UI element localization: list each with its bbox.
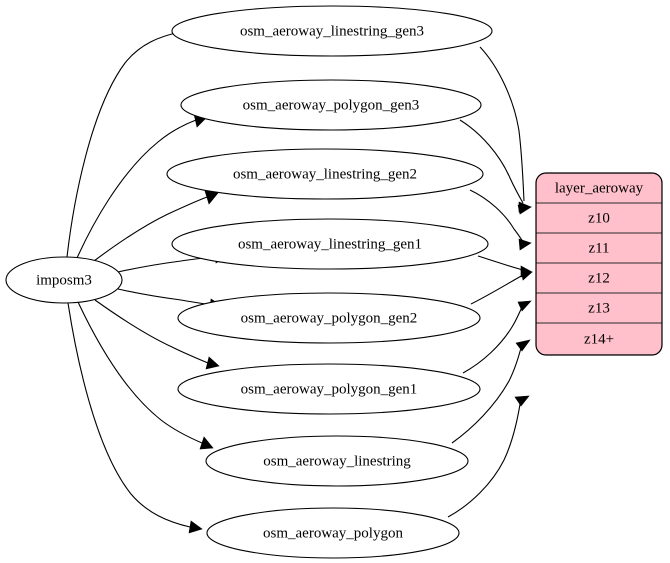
osm_aeroway_polygon_gen1-label: osm_aeroway_polygon_gen1 <box>241 381 418 397</box>
node-osm_aeroway_polygon_gen1[interactable]: osm_aeroway_polygon_gen1 <box>177 363 481 415</box>
node-osm_aeroway_linestring_gen2[interactable]: osm_aeroway_linestring_gen2 <box>166 148 484 200</box>
layer_aeroway-outline <box>535 172 663 356</box>
osm_aeroway_linestring-ellipse[interactable] <box>205 435 469 487</box>
node-osm_aeroway_linestring[interactable]: osm_aeroway_linestring <box>205 435 469 487</box>
imposm3-label: imposm3 <box>36 272 92 288</box>
osm_aeroway_polygon_gen2-label: osm_aeroway_polygon_gen2 <box>241 310 418 326</box>
edge-imposm3-to-osm_aeroway_linestring <box>77 301 214 450</box>
osm_aeroway_polygon_gen3-ellipse[interactable] <box>180 79 482 131</box>
osm_aeroway_linestring_gen2-label: osm_aeroway_linestring_gen2 <box>233 166 417 182</box>
layer_aeroway-row-z12-label: z12 <box>588 270 610 286</box>
osm_aeroway_linestring_gen1-ellipse[interactable] <box>171 218 489 270</box>
osm_aeroway_linestring_gen2-ellipse[interactable] <box>166 148 484 200</box>
osm_aeroway_polygon_gen1-ellipse[interactable] <box>177 363 481 415</box>
node-osm_aeroway_polygon[interactable]: osm_aeroway_polygon <box>206 507 460 559</box>
layer_aeroway-header-label: layer_aeroway <box>555 180 644 196</box>
edge-imposm3-to-osm_aeroway_linestring_gen3 <box>66 25 193 258</box>
osm_aeroway_polygon-label: osm_aeroway_polygon <box>263 525 403 541</box>
edge-osm_aeroway_polygon-to-z14plus <box>447 395 530 518</box>
edge-osm_aeroway_linestring-to-z13 <box>451 339 531 444</box>
node-osm_aeroway_polygon_gen2[interactable]: osm_aeroway_polygon_gen2 <box>177 292 481 344</box>
edge-osm_aeroway_polygon_gen2-to-z12 <box>470 269 533 305</box>
osm_aeroway_polygon_gen2-ellipse[interactable] <box>177 292 481 344</box>
layer_aeroway-row-z11-label: z11 <box>588 240 609 256</box>
layer_aeroway-row-z13-label: z13 <box>588 300 610 316</box>
node-osm_aeroway_linestring_gen3[interactable]: osm_aeroway_linestring_gen3 <box>171 5 493 57</box>
node-layer_aeroway[interactable]: layer_aeroway z10 z11 z12 z13 z14+ <box>535 172 663 356</box>
edge-osm_aeroway_linestring_gen3-to-z10 <box>479 46 532 213</box>
layer_aeroway-row-z14plus-label: z14+ <box>584 331 614 347</box>
edge-osm_aeroway_linestring_gen2-to-z11 <box>469 189 532 251</box>
node-osm_aeroway_polygon_gen3[interactable]: osm_aeroway_polygon_gen3 <box>180 79 482 131</box>
edge-osm_aeroway_polygon_gen3-to-z10 <box>459 119 532 215</box>
node-imposm3[interactable]: imposm3 <box>5 256 123 304</box>
edge-imposm3-to-osm_aeroway_polygon_gen1 <box>94 299 220 370</box>
node-osm_aeroway_linestring_gen1[interactable]: osm_aeroway_linestring_gen1 <box>171 218 489 270</box>
osm_aeroway_linestring_gen1-label: osm_aeroway_linestring_gen1 <box>238 236 422 252</box>
imposm3-ellipse[interactable] <box>5 256 123 304</box>
osm_aeroway_linestring-label: osm_aeroway_linestring <box>263 453 411 469</box>
edge-group-tables-to-layer <box>447 46 533 518</box>
osm_aeroway_linestring_gen3-label: osm_aeroway_linestring_gen3 <box>240 23 424 39</box>
osm_aeroway_polygon_gen3-label: osm_aeroway_polygon_gen3 <box>243 97 420 113</box>
layer_aeroway-row-z10-label: z10 <box>588 210 610 226</box>
osm_aeroway_polygon-ellipse[interactable] <box>206 507 460 559</box>
layer_aeroway-row-z10-cell[interactable] <box>536 202 662 235</box>
osm_aeroway_linestring_gen3-ellipse[interactable] <box>171 5 493 57</box>
edge-imposm3-to-osm_aeroway_polygon <box>67 302 203 534</box>
layer_aeroway-row-z14plus-cell[interactable] <box>536 322 662 355</box>
edge-imposm3-to-osm_aeroway_linestring_gen2 <box>93 190 219 262</box>
edge-osm_aeroway_polygon_gen1-to-z13 <box>462 300 532 374</box>
